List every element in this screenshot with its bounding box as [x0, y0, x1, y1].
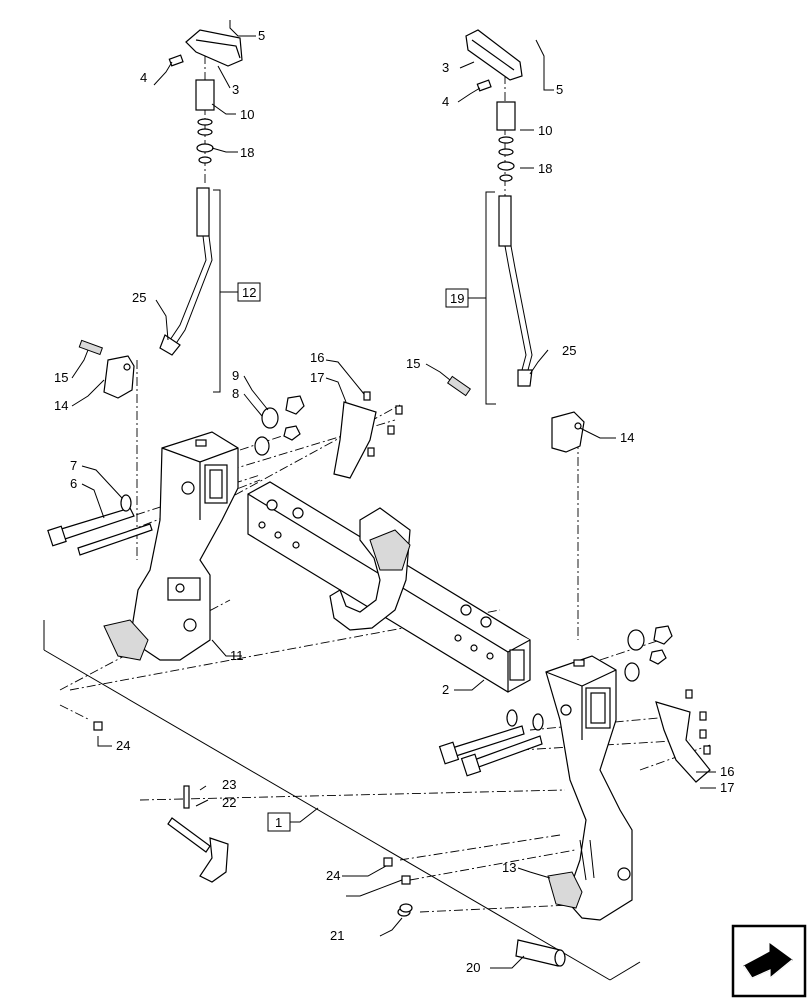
left-bolts-16 [363, 391, 403, 457]
callout-3-right: 3 [442, 60, 449, 75]
kit-box-1 [267, 812, 291, 832]
spring-pin-23 [183, 785, 190, 809]
callout-3-left: 3 [232, 82, 239, 97]
left-lock-block-14 [103, 355, 135, 399]
callout-25-right: 25 [562, 343, 576, 358]
left-bolts-6 [47, 507, 153, 556]
right-washers [506, 629, 645, 731]
callout-2: 2 [442, 682, 449, 697]
right-spring-10 [496, 101, 516, 131]
right-upright-13 [545, 655, 633, 921]
callout-17-left: 17 [310, 370, 324, 385]
callout-14-left: 14 [54, 398, 68, 413]
callout-10-left: 10 [240, 107, 254, 122]
callout-labels: 5 4 3 10 18 12 25 15 14 9 8 16 17 7 6 11… [54, 28, 734, 975]
callout-24-left: 24 [116, 738, 130, 753]
right-lock-block-14 [551, 411, 585, 453]
callout-5-right: 5 [556, 82, 563, 97]
callout-8: 8 [232, 386, 239, 401]
pin-22 [167, 817, 229, 883]
callout-18-right: 18 [538, 161, 552, 176]
alignment-lines [59, 55, 711, 913]
left-pin-15 [78, 339, 104, 356]
right-pin-15 [446, 375, 472, 397]
callout-4-right: 4 [442, 94, 449, 109]
clip-21 [397, 903, 413, 917]
pins-24 [93, 721, 411, 885]
callout-16-right: 16 [720, 764, 734, 779]
left-pin-4 [168, 54, 184, 67]
left-washer-7 [120, 494, 132, 512]
callout-16-left: 16 [310, 350, 324, 365]
left-washers-18 [196, 118, 214, 164]
kit-bracket-19 [468, 191, 496, 405]
left-rod-25 [159, 187, 213, 356]
pin-20 [515, 939, 566, 967]
callout-17-right: 17 [720, 780, 734, 795]
right-latch-handle [465, 29, 523, 81]
callout-5-left: 5 [258, 28, 265, 43]
right-pin-4 [476, 79, 492, 92]
callout-11: 11 [230, 648, 244, 663]
callout-4-left: 4 [140, 70, 147, 85]
callout-13: 13 [502, 860, 516, 875]
right-bolts-16 [685, 689, 711, 755]
right-plate-17 [655, 701, 711, 783]
right-bolts [438, 725, 543, 777]
center-hook [329, 507, 411, 631]
callout-18-left: 18 [240, 145, 254, 160]
callout-24-right: 24 [326, 868, 340, 883]
callout-12: 12 [242, 285, 256, 300]
callout-10-right: 10 [538, 123, 552, 138]
right-rod-25 [498, 195, 533, 387]
leader-lines [71, 20, 716, 969]
right-washers-18 [497, 136, 515, 182]
left-washer-8 [254, 407, 279, 456]
callout-23: 23 [222, 777, 236, 792]
left-spring-10 [195, 79, 215, 111]
callout-7: 7 [70, 458, 77, 473]
callout-14-right: 14 [620, 430, 634, 445]
left-latch-handle [185, 29, 243, 67]
kit-box-12 [237, 282, 261, 302]
right-nuts [649, 625, 673, 665]
callout-15-right: 15 [406, 356, 420, 371]
callout-20: 20 [466, 960, 480, 975]
callout-9: 9 [232, 368, 239, 383]
callout-22: 22 [222, 795, 236, 810]
kit-box-19 [445, 288, 469, 308]
callout-15-left: 15 [54, 370, 68, 385]
callout-25-left: 25 [132, 290, 146, 305]
callout-6: 6 [70, 476, 77, 491]
callout-1: 1 [275, 815, 282, 830]
callout-21: 21 [330, 928, 344, 943]
left-plate-17 [333, 401, 377, 479]
next-page-arrow-icon[interactable] [731, 924, 807, 998]
kit-bracket-12 [213, 189, 238, 393]
left-nut-9 [283, 395, 305, 441]
assembly-outline [43, 620, 641, 981]
left-upright-11 [103, 431, 239, 661]
callout-19: 19 [450, 291, 464, 306]
